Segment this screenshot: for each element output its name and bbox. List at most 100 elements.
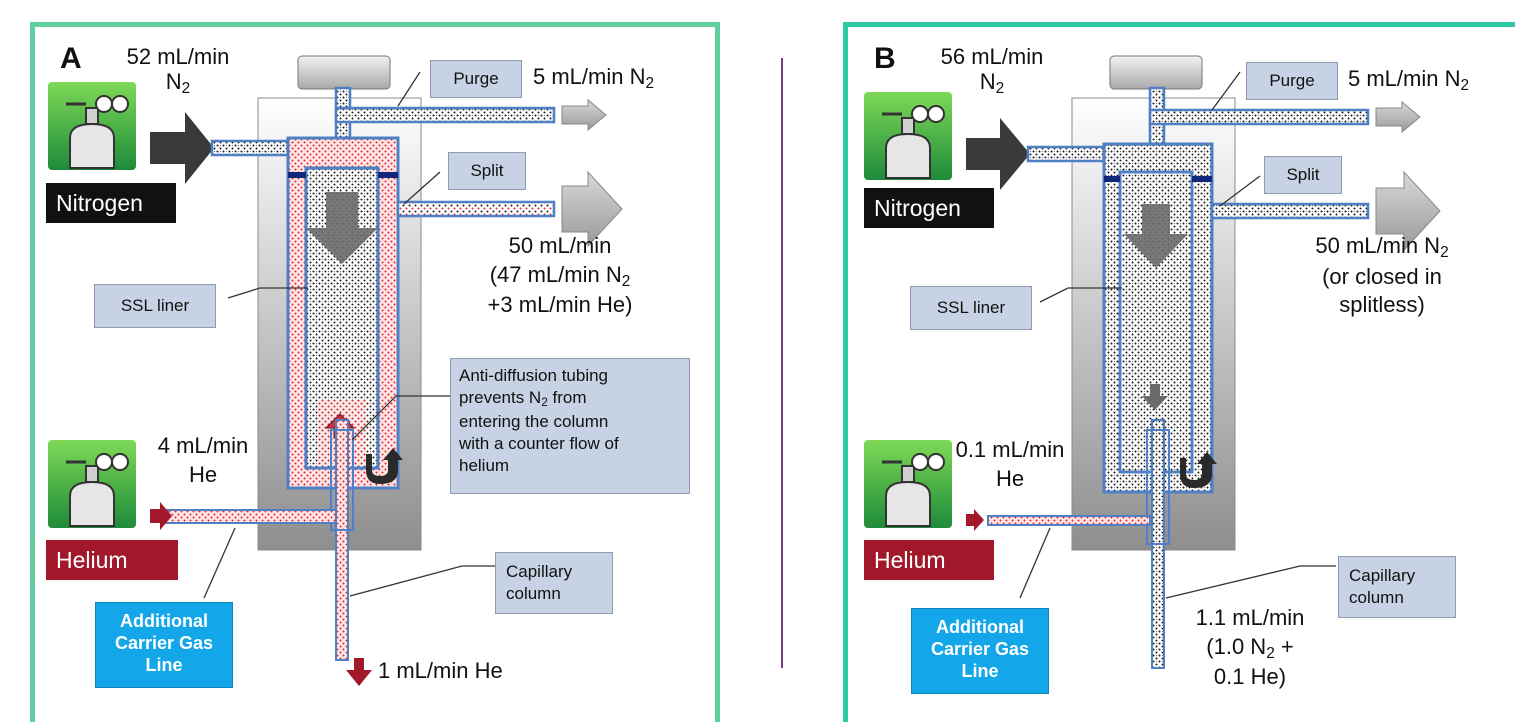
split-flow-line2: (or closed in [1322, 263, 1442, 289]
nitrogen-tag: Nitrogen [864, 188, 994, 228]
gas-subscript: 2 [995, 80, 1005, 98]
purge-flow-subscript: 2 [645, 74, 655, 92]
helium-tag: Helium [864, 540, 994, 580]
gas-subscript: 2 [181, 80, 191, 98]
purge-flow-label: 5 mL/min N2 [533, 64, 654, 93]
column-flow-label: 1.1 mL/min (1.0 N2 + 0.1 He) [1180, 604, 1320, 692]
split-outflow-arrow [561, 170, 623, 248]
nitrogen-flow-label: 56 mL/min N2 [912, 44, 1072, 98]
additional-carrier-gas-line-box: Additional Carrier Gas Line [95, 602, 233, 688]
split-flow-line2-subscript: 2 [621, 272, 631, 290]
panel-a-drawing [48, 55, 623, 686]
split-flow-line1: 50 mL/min [508, 233, 612, 258]
split-flow-line1-subscript: 2 [1440, 243, 1449, 261]
capillary-column-label: Capillary column [1338, 556, 1456, 618]
anti-diffusion-subscript: 2 [541, 395, 548, 410]
split-flow-line3: splitless) [1339, 292, 1425, 318]
helium-cylinder-icon [48, 440, 136, 528]
split-flow-line2-text: (47 mL/min N [489, 261, 622, 287]
purge-flow-text: 5 mL/min N [533, 64, 646, 89]
nitrogen-flow-gas: N2 [912, 69, 1072, 98]
helium-flow-label: 4 mL/min He [148, 432, 258, 489]
split-flow-label: 50 mL/min (47 mL/min N2 +3 mL/min He) [440, 232, 680, 320]
capillary-line2: column [1349, 588, 1404, 608]
anti-diffusion-line2b: from [547, 388, 587, 408]
nitrogen-cylinder-icon [864, 92, 952, 180]
gas-symbol: N [979, 69, 996, 95]
column-outlet-flow-label: 1 mL/min He [378, 658, 503, 683]
purge-label: Purge [1246, 62, 1338, 100]
panel-b-drawing [864, 55, 1441, 669]
split-flow-line3: +3 mL/min He) [487, 292, 633, 318]
anti-diffusion-line5: helium [459, 455, 510, 475]
purge-outflow-arrow [561, 98, 607, 132]
helium-inflow-arrow [966, 509, 984, 531]
nitrogen-flow-label: 52 mL/min N2 [98, 44, 258, 98]
additional-line1: Additional [120, 611, 208, 631]
helium-flow-gas: He [995, 465, 1025, 491]
anti-diffusion-line4: with a counter flow of [459, 433, 619, 453]
helium-carrier-tube [987, 515, 1151, 526]
panel-a [30, 22, 720, 722]
liner-downflow-arrow [1124, 204, 1188, 268]
ssl-liner-label: SSL liner [910, 286, 1032, 330]
panel-divider [781, 58, 783, 668]
capillary-column-label: Capillary column [495, 552, 613, 614]
helium-flow-label: 0.1 mL/min He [940, 436, 1080, 493]
helium-inflow-arrow [150, 502, 172, 530]
helium-flow-value: 0.1 mL/min [955, 437, 1065, 462]
split-outflow-arrow [1375, 170, 1441, 252]
anti-diffusion-note: Anti-diffusion tubing prevents N2 from e… [450, 358, 690, 494]
additional-line2: Carrier Gas [930, 638, 1030, 659]
nitrogen-inflow-arrow [966, 118, 1030, 190]
additional-carrier-gas-line-box: Additional Carrier Gas Line [911, 608, 1049, 694]
panel-a-letter: A [60, 42, 82, 75]
additional-line3: Line [961, 660, 999, 681]
uturn-arrow [1180, 452, 1217, 488]
column-downflow-arrow [1142, 384, 1168, 410]
column-flow-line3: 0.1 He) [1213, 664, 1287, 690]
nitrogen-tag: Nitrogen [46, 183, 176, 223]
capillary-line2: column [506, 584, 561, 604]
uturn-arrow [366, 448, 403, 484]
helium-flow-value: 4 mL/min [157, 433, 249, 458]
anti-diffusion-line1: Anti-diffusion tubing [459, 366, 609, 385]
nitrogen-flow-gas: N2 [98, 69, 258, 98]
capillary-line1: Capillary [1349, 566, 1416, 585]
helium-tag: Helium [46, 540, 178, 580]
helium-flow-gas: He [188, 461, 218, 487]
split-flow-line1-text: 50 mL/min N [1315, 233, 1441, 258]
additional-line1: Additional [936, 617, 1024, 637]
nitrogen-flow-value: 52 mL/min [126, 44, 230, 69]
additional-line2: Carrier Gas [114, 632, 214, 653]
column-outlet-arrow [346, 658, 372, 686]
helium-cylinder-icon [864, 440, 952, 528]
split-flow-line2: (47 mL/min N2 [440, 261, 680, 292]
purge-flow-subscript: 2 [1460, 76, 1470, 94]
split-flow-line1: 50 mL/min N2 [1272, 232, 1492, 263]
additional-line3: Line [145, 654, 183, 675]
capillary-line1: Capillary [506, 562, 573, 581]
purge-outflow-arrow [1375, 100, 1421, 134]
split-label: Split [1264, 156, 1342, 194]
nitrogen-flow-value: 56 mL/min [940, 44, 1044, 69]
nitrogen-cylinder-icon [48, 82, 136, 170]
ssl-liner-label: SSL liner [94, 284, 216, 328]
split-tube [1210, 202, 1370, 220]
anti-diffusion-line3: entering the column [459, 411, 609, 431]
purge-label: Purge [430, 60, 522, 98]
split-label: Split [448, 152, 526, 190]
column-flow-subscript: 2 [1266, 644, 1275, 662]
panel-b [843, 22, 1515, 722]
column-flow-line2: (1.0 N2 + [1180, 633, 1320, 664]
purge-flow-label: 5 mL/min N2 [1348, 66, 1469, 95]
column-flow-line2a: (1.0 N [1206, 633, 1267, 659]
split-flow-label: 50 mL/min N2 (or closed in splitless) [1272, 232, 1492, 320]
panel-b-letter: B [874, 42, 896, 75]
nitrogen-inflow-arrow [150, 112, 214, 184]
split-tube [396, 200, 556, 218]
capillary-column [335, 419, 349, 661]
purge-flow-text: 5 mL/min N [1348, 66, 1461, 91]
column-flow-line1: 1.1 mL/min [1195, 605, 1305, 630]
